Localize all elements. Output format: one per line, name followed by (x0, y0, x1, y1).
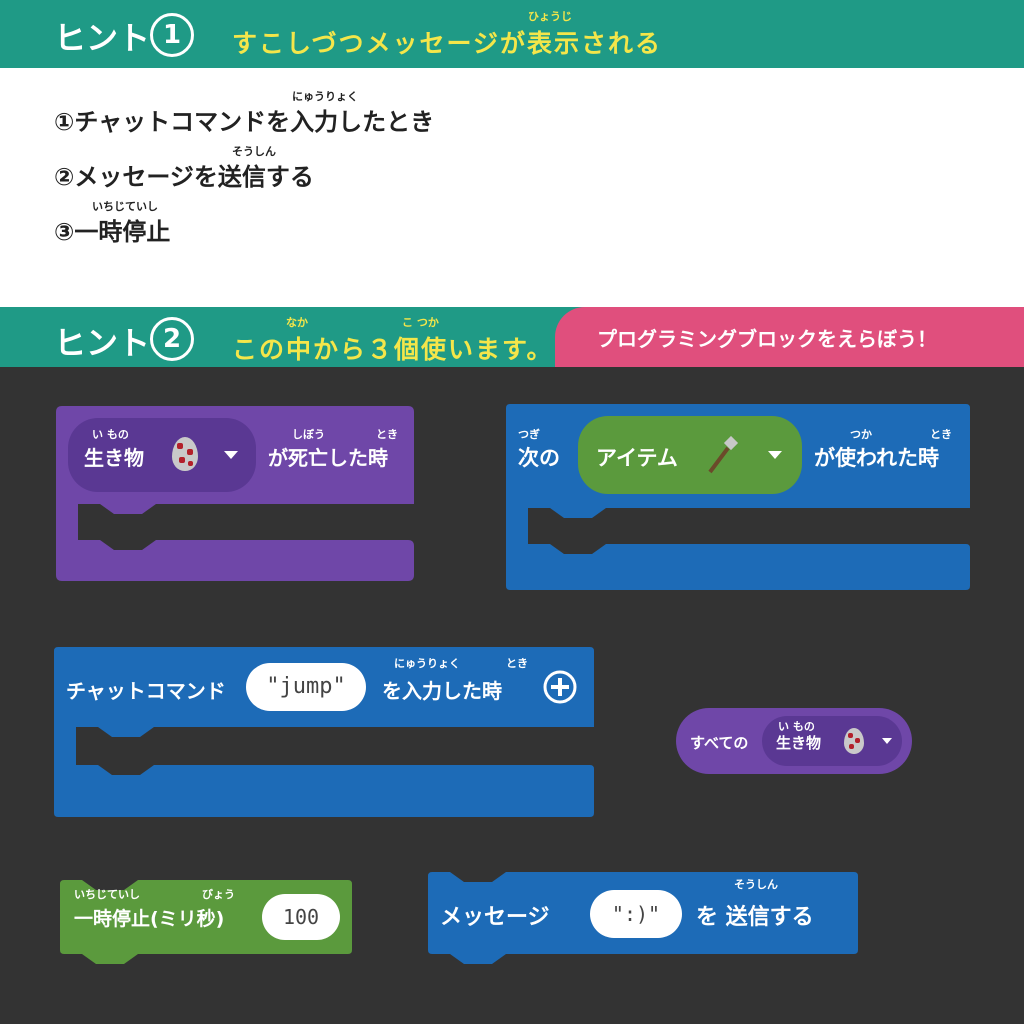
hint1-description: すこしづつメッセージが表示される (232, 29, 663, 58)
shovel-icon (708, 436, 739, 474)
chat-command-block-shape (54, 647, 594, 817)
pause-ruby: いちじていし (74, 888, 140, 901)
message-input[interactable]: ":)" (590, 890, 682, 938)
chat-command-block[interactable]: チャットコマンド "jump" にゅうりょく とき を入力した時 (54, 647, 594, 817)
chat-command-label: チャットコマンド (66, 679, 226, 703)
all-mobs-ruby: い もの (778, 720, 815, 733)
chat-command-input[interactable]: "jump" (246, 663, 366, 711)
all-mobs-prefix: すべての (690, 734, 749, 752)
step3-text: ③一時停止 (54, 218, 171, 246)
pause-ruby-sec: びょう (202, 888, 235, 901)
hint2-ruby-kotsuka: こ つか (402, 316, 439, 329)
pause-label: 一時停止(ミリ秒) (74, 908, 225, 930)
item-dropdown[interactable] (578, 416, 802, 494)
item-dropdown-label: アイテム (596, 446, 678, 470)
message-label: メッセージ (440, 905, 550, 930)
died-ruby-time: とき (376, 428, 398, 441)
died-text: が死亡した時 (268, 446, 388, 470)
mob-dropdown-ruby: い もの (92, 428, 129, 441)
pause-ms-input[interactable]: 100 (262, 894, 340, 940)
step2-ruby: そうしん (232, 145, 276, 158)
spawn-egg-icon (844, 728, 864, 754)
mob-dropdown-label: 生き物 (84, 446, 144, 470)
pause-block[interactable]: いちじていし びょう 一時停止(ミリ秒) 100 (60, 880, 352, 966)
mob-died-block[interactable]: い もの 生き物 しぼう とき が死亡した時 (56, 406, 414, 581)
all-mobs-dropdown-label: 生き物 (776, 734, 822, 752)
add-icon[interactable] (542, 669, 578, 705)
used-ruby: つか (850, 428, 872, 441)
chevron-down-icon (224, 451, 238, 459)
hint2-label: ヒント (54, 324, 151, 362)
hint2-ruby-naka: なか (286, 316, 308, 329)
send-label: を 送信する (696, 905, 814, 930)
hint1-number: 1 (150, 13, 194, 57)
send-message-block[interactable]: メッセージ ":)" そうしん を 送信する (428, 872, 858, 968)
select-blocks-badge: プログラミングブロックをえらぼう！ (555, 307, 1024, 367)
died-ruby: しぼう (292, 428, 325, 441)
hint1-label: ヒント (54, 19, 151, 57)
step1-ruby: にゅうりょく (292, 90, 358, 103)
all-mobs-block[interactable]: すべての い もの 生き物 (676, 708, 912, 774)
used-text: が使われた時 (814, 446, 939, 470)
badge-text: プログラミングブロックをえらぼう！ (597, 327, 937, 351)
next-text: 次の (518, 446, 560, 470)
input-ruby-time: とき (506, 657, 528, 670)
all-mobs-dropdown[interactable] (762, 716, 902, 766)
chevron-down-icon (882, 738, 892, 744)
used-ruby-time: とき (930, 428, 952, 441)
item-used-block[interactable]: つぎ 次の アイテム つか とき が使われた時 (506, 404, 970, 590)
input-ruby: にゅうりょく (394, 657, 460, 670)
hint1-steps-panel (0, 68, 1024, 308)
hint1-ruby: ひょうじ (528, 10, 572, 23)
step2-text: ②メッセージを送信する (54, 163, 314, 191)
chat-command-suffix: を入力した時 (382, 679, 502, 703)
hint2-description: この中から３個使います。 (232, 335, 554, 364)
send-ruby: そうしん (734, 878, 778, 891)
step1-text: ①チャットコマンドを入力したとき (54, 108, 435, 136)
spawn-egg-icon (172, 437, 198, 471)
next-ruby: つぎ (518, 428, 540, 441)
chevron-down-icon (768, 451, 782, 459)
hint2-number: 2 (150, 317, 194, 361)
step3-ruby: いちじていし (92, 200, 158, 213)
